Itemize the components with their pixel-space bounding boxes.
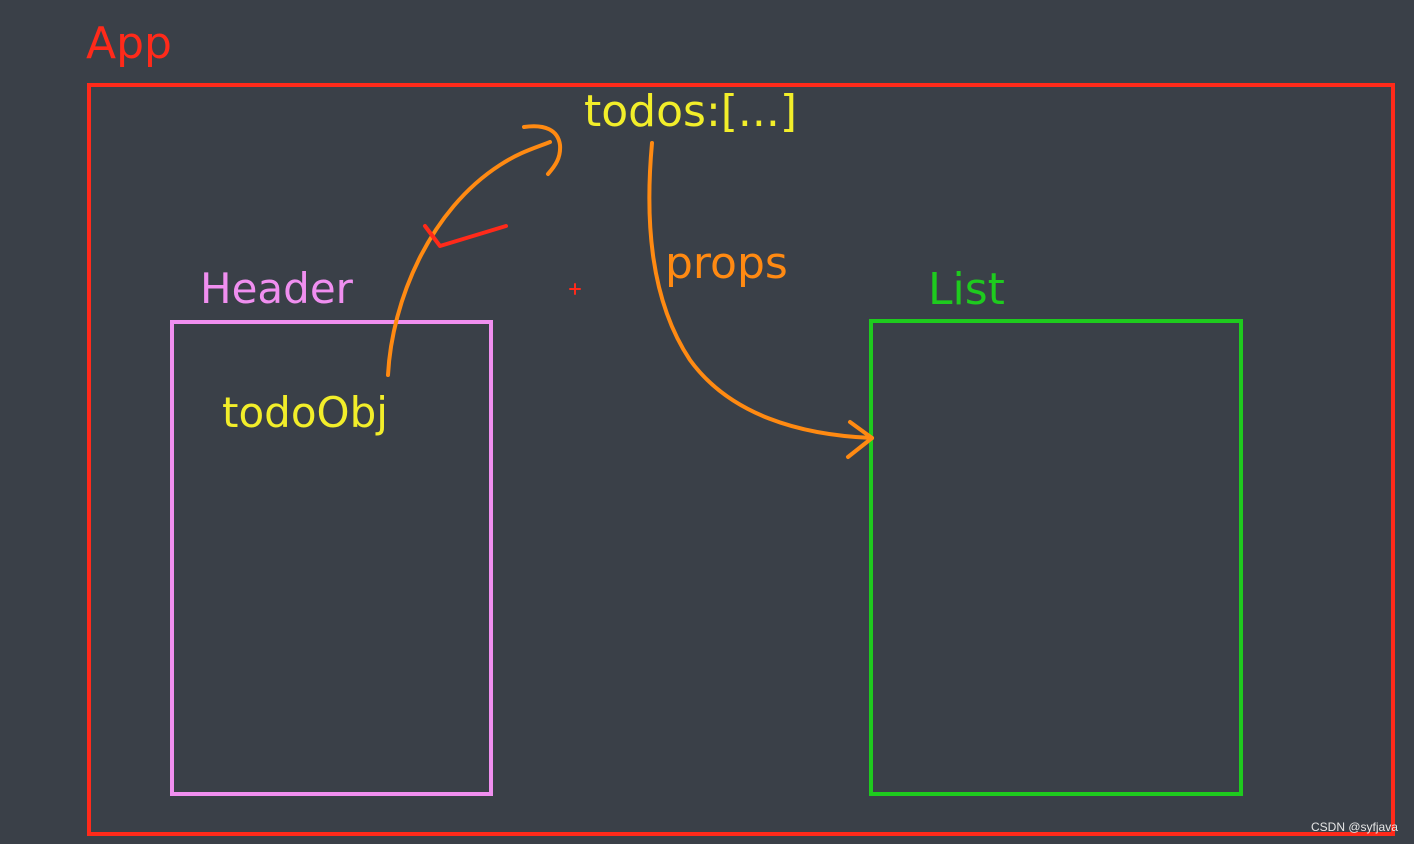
list-label: List [928, 264, 1005, 315]
header-box [170, 320, 493, 796]
watermark: CSDN @syfjava [1311, 820, 1398, 834]
app-box [87, 83, 1395, 836]
app-label: App [86, 18, 172, 69]
todo-obj-label: todoObj [222, 388, 388, 437]
todos-state-label: todos:[...] [584, 86, 798, 137]
list-box [869, 319, 1243, 796]
props-label: props [665, 238, 788, 289]
header-label: Header [200, 264, 353, 313]
